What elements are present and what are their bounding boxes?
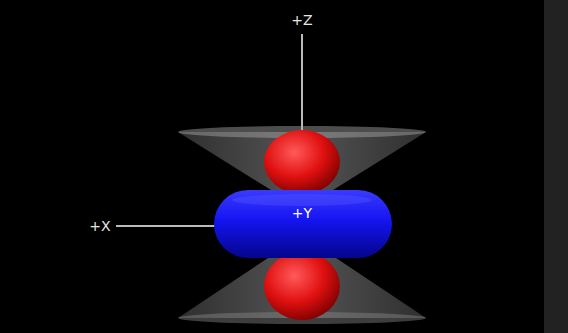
side-strip — [544, 0, 568, 333]
axis-label: +Z — [291, 13, 312, 27]
z-axis — [301, 34, 303, 135]
axis-label: +Y — [292, 206, 312, 220]
orbital-torus — [214, 190, 392, 258]
axis-label: +X — [89, 219, 110, 233]
x-axis — [116, 225, 220, 227]
orbital-lobe — [264, 130, 340, 194]
torus-highlight — [232, 194, 372, 206]
orbital-lobe — [264, 252, 340, 320]
